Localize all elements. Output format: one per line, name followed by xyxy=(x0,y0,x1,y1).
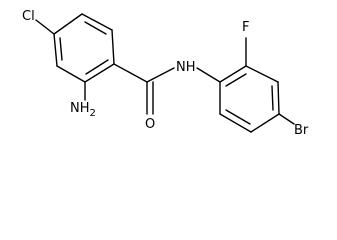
bond-c-cl xyxy=(35,19,55,35)
atom-label-nh: NH xyxy=(176,60,196,75)
bond xyxy=(219,65,247,83)
atom-label-nh2-subscript: 2 xyxy=(90,108,96,119)
atom-label-nh2-text: NH xyxy=(70,101,90,116)
aromatic-bond xyxy=(59,37,63,61)
atom-label-o: O xyxy=(145,117,155,132)
bond xyxy=(111,29,115,65)
aromatic-bond xyxy=(84,21,107,35)
bond-n-ring xyxy=(196,67,221,83)
aromatic-bond xyxy=(225,73,247,87)
atom-label-br: Br xyxy=(294,123,309,138)
bond xyxy=(277,81,280,115)
bond-carbonyl-n xyxy=(146,67,175,83)
molecule-diagram: Cl NH2 NH O F Br xyxy=(22,9,309,138)
atom-label-nh2: NH2 xyxy=(70,101,96,119)
bond xyxy=(53,33,58,67)
atom-label-f: F xyxy=(242,20,249,35)
bond xyxy=(245,65,279,83)
aromatic-bond xyxy=(225,109,251,125)
bond xyxy=(219,113,252,133)
bond xyxy=(53,13,83,35)
bond xyxy=(56,65,86,83)
bond xyxy=(84,63,115,83)
bond-c-br xyxy=(278,113,295,125)
left-ring xyxy=(53,13,115,83)
bond xyxy=(81,13,113,31)
bond xyxy=(250,113,280,133)
aromatic-bond xyxy=(85,59,109,75)
atom-label-cl: Cl xyxy=(22,9,35,24)
right-ring xyxy=(219,65,280,133)
bond-ring-carbonyl xyxy=(113,63,148,83)
aromatic-bond xyxy=(271,85,274,111)
